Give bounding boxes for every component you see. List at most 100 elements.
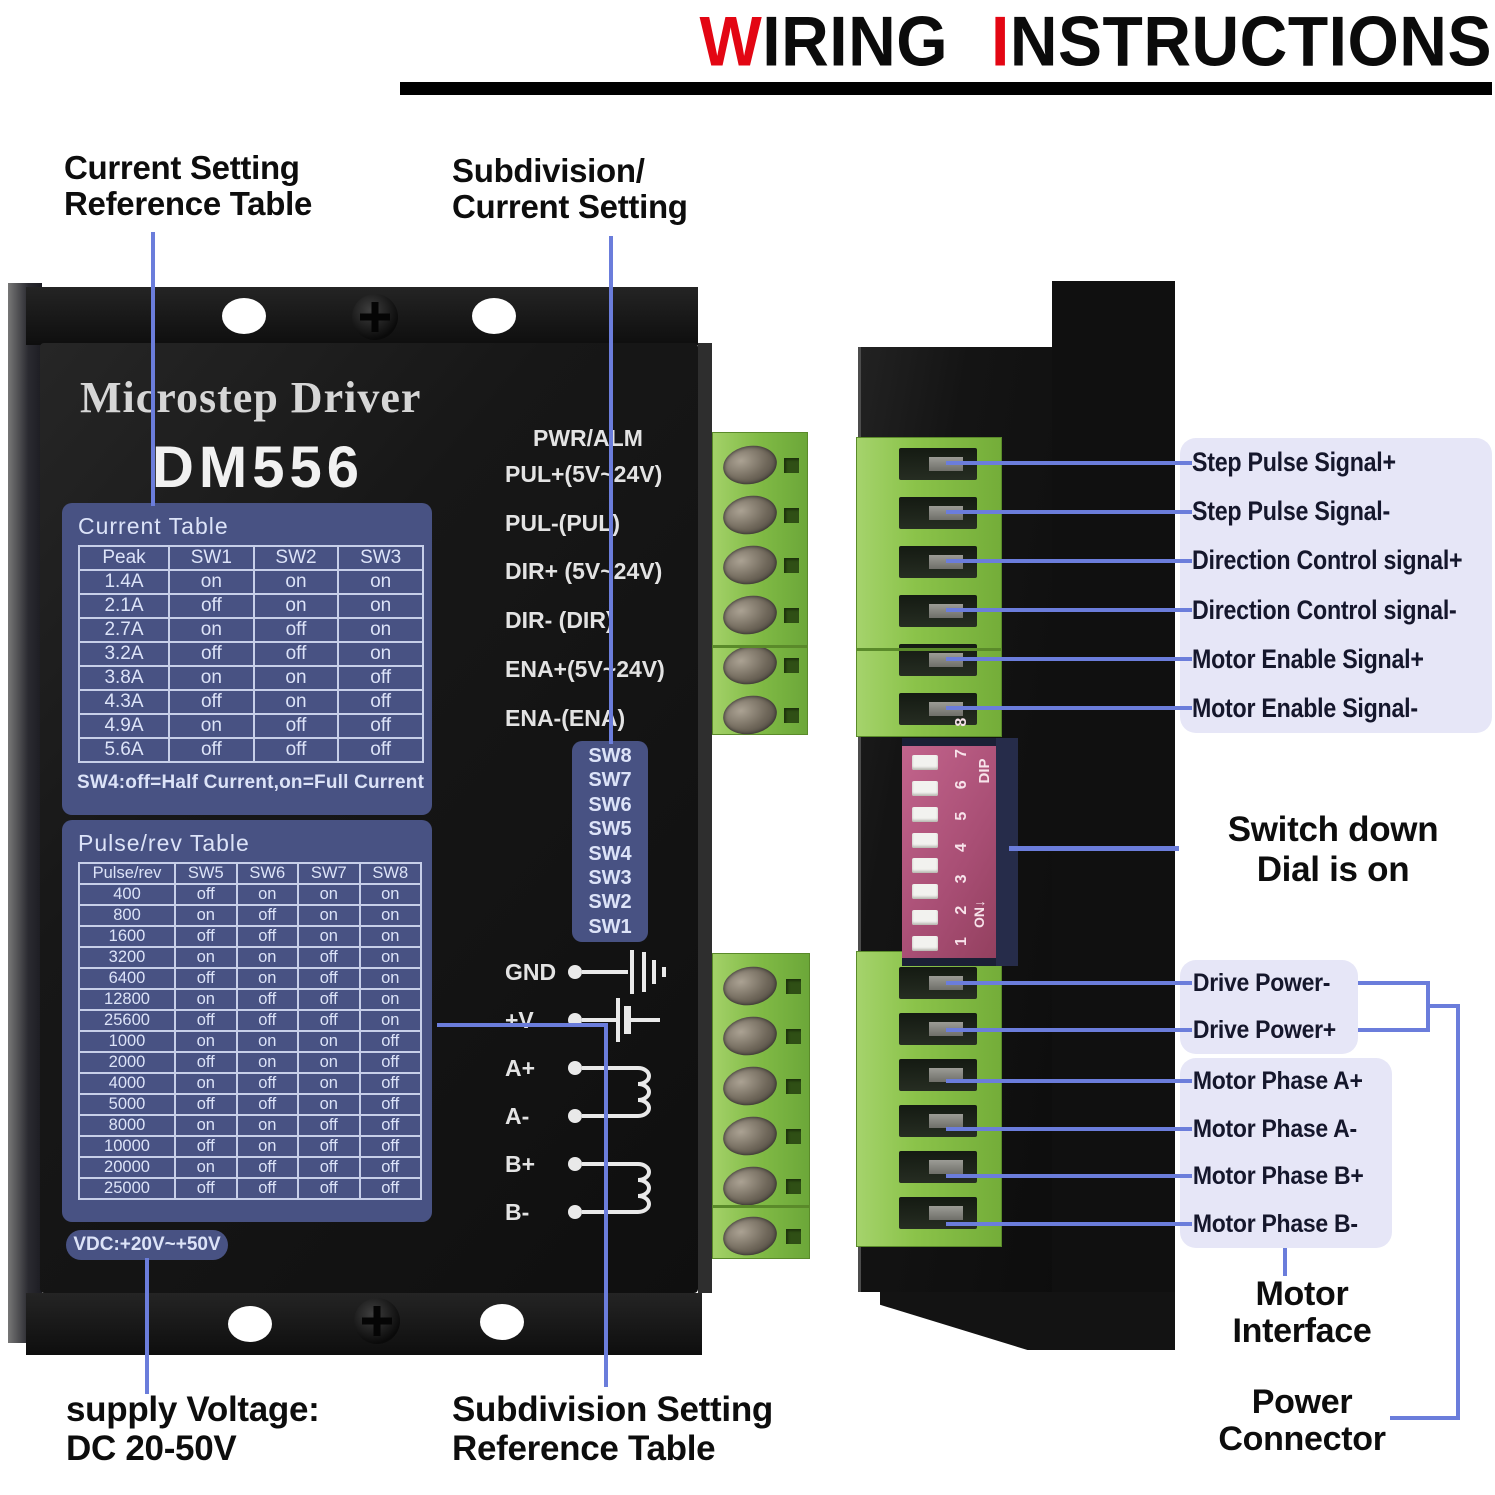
table-cell: on (252, 569, 340, 595)
connector-pin-slot (899, 1059, 977, 1091)
power-label: Drive Power- (1192, 969, 1331, 997)
terminal-screw (713, 966, 809, 1006)
pointer-line (151, 232, 155, 506)
mounting-hole (228, 1306, 272, 1342)
power-terminal-label: GND (505, 958, 557, 985)
sw-label: SW8 (588, 744, 632, 767)
table-cell: off (297, 1177, 361, 1200)
title-underline (400, 82, 1492, 95)
current-table-title: Current Table (78, 513, 229, 539)
table-cell: on (235, 1051, 299, 1074)
dip-switch-slider (912, 780, 938, 796)
table-cell: on (168, 713, 255, 739)
signal-label: Direction Control signal- (1192, 594, 1457, 625)
pointer-line (145, 1258, 149, 1394)
power-connector-block (856, 951, 1002, 1247)
table-cell: off (235, 904, 299, 927)
connector-pin-slot (899, 1151, 977, 1183)
dip-switch-slider (912, 806, 938, 822)
signal-connector (856, 437, 1002, 737)
table-cell: off (174, 967, 238, 990)
table-cell: 20000 (78, 1156, 176, 1179)
table-cell: off (168, 737, 255, 763)
table-cell: off (297, 946, 361, 969)
table-cell: on (174, 1156, 238, 1179)
callout-motor-interface: Motor Interface (1190, 1276, 1414, 1350)
table-cell: on (297, 1093, 361, 1116)
pointer-line (1390, 1416, 1460, 1420)
sw-label: SW7 (588, 769, 632, 792)
phase-b-wires (582, 1162, 638, 1214)
table-cell: SW3 (337, 545, 424, 571)
table-cell: 3.8A (78, 665, 170, 691)
table-cell: 12800 (78, 988, 176, 1011)
pointer-line (1358, 981, 1430, 985)
circuit-symbols (568, 950, 666, 1219)
power-labels-box: Drive Power-Drive Power+ (1180, 960, 1358, 1054)
dip-switch-slider (912, 755, 938, 770)
table-cell: Pulse/rev (78, 862, 176, 885)
table-cell: off (168, 689, 255, 715)
table-cell: on (235, 967, 299, 990)
table-cell: off (337, 737, 424, 763)
callout-line: Reference Table (452, 1429, 716, 1468)
coil-a-symbol (637, 1066, 651, 1118)
signal-terminal-labels: PUL+(5V~24V)PUL-(PUL)DIR+ (5V~24V)DIR- (… (505, 450, 665, 743)
table-cell: off (297, 967, 361, 990)
table-cell: off (297, 1135, 361, 1158)
table-cell: on (235, 946, 299, 969)
motor-label: Motor Phase A- (1192, 1114, 1357, 1143)
callout-line: Interface (1232, 1312, 1372, 1350)
table-cell: off (174, 883, 238, 906)
signal-label: Motor Enable Signal- (1192, 692, 1418, 723)
mounting-plate-edge (8, 283, 42, 1343)
pointer-line (609, 236, 613, 744)
table-cell: on (358, 883, 422, 906)
dip-switch-edge (902, 738, 998, 746)
table-cell: on (297, 1051, 361, 1074)
table-cell: off (174, 1051, 238, 1074)
pwr-alm-label: PWR/ALM (533, 425, 643, 451)
table-cell: off (358, 1114, 422, 1137)
callout-line: Motor (1255, 1275, 1349, 1313)
table-cell: off (358, 1177, 422, 1200)
table-cell: off (174, 1093, 238, 1116)
power-terminal-label: B- (505, 1198, 530, 1225)
table-cell: off (337, 665, 424, 691)
table-cell: on (168, 665, 255, 691)
table-cell: off (358, 1135, 422, 1158)
terminal-screw (713, 1016, 809, 1056)
callout-line: Subdivision/ (452, 152, 645, 189)
callout-current-setting-table: Current Setting Reference Table (64, 149, 312, 223)
table-cell: on (337, 593, 424, 619)
power-terminal-label: A+ (505, 1054, 536, 1081)
table-cell: on (358, 904, 422, 927)
power-terminal-label: B+ (505, 1150, 536, 1177)
pointer-line (946, 1222, 1192, 1226)
terminal-label: PUL-(PUL) (505, 509, 620, 536)
callout-subdivision-setting: Subdivision Setting Reference Table (452, 1390, 773, 1468)
table-cell: SW2 (252, 545, 340, 571)
table-cell: SW6 (235, 862, 299, 885)
table-cell: on (337, 617, 424, 643)
terminal-block-split (712, 645, 808, 648)
coil-b-symbol (637, 1162, 651, 1214)
table-cell: 3.2A (78, 641, 170, 667)
callout-supply-voltage: supply Voltage: DC 20-50V (66, 1390, 320, 1468)
table-cell: off (297, 1156, 361, 1179)
driver-side-bottom (880, 1292, 1175, 1350)
table-cell: on (358, 925, 422, 948)
table-cell: on (297, 904, 361, 927)
signal-label: Step Pulse Signal- (1192, 496, 1390, 527)
table-cell: on (252, 689, 340, 715)
sw-label: SW1 (588, 915, 632, 938)
table-cell: off (235, 925, 299, 948)
connector-pin-slot (899, 448, 977, 480)
table-cell: off (358, 1156, 422, 1179)
table-cell: off (252, 737, 340, 763)
callout-line: supply Voltage: (66, 1390, 320, 1429)
table-cell: off (252, 617, 340, 643)
table-cell: on (358, 988, 422, 1011)
